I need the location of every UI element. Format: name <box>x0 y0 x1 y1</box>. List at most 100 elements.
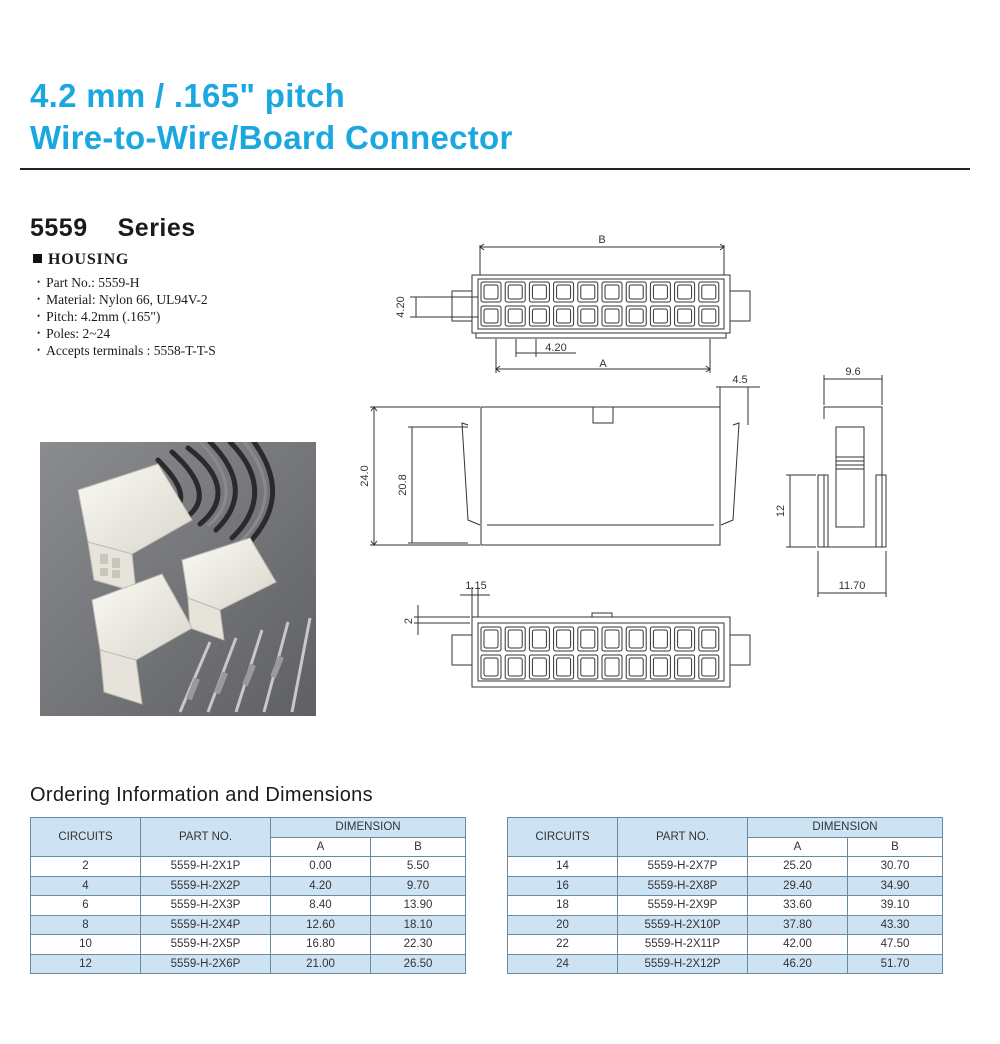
cell-b: 39.10 <box>846 895 944 916</box>
page-title-line2: Wire-to-Wire/Board Connector <box>30 119 513 156</box>
cavity-cell <box>528 305 550 327</box>
cavity-cell-inner <box>580 657 596 677</box>
dim-label-width-top: 9.6 <box>845 366 860 378</box>
cavity-cell-inner <box>604 284 620 300</box>
cell-a: 37.80 <box>747 914 848 935</box>
spec-part-no: Part No.: 5559-H <box>37 274 216 291</box>
cell-a: 46.20 <box>747 953 848 974</box>
cavity-cell <box>698 654 720 680</box>
col-header-circuits: CIRCUITS <box>30 817 141 857</box>
cell-b: 43.30 <box>846 914 944 935</box>
cavity-cell-inner <box>580 284 596 300</box>
cavity-cell-inner <box>677 657 693 677</box>
cavity-cell <box>577 626 599 652</box>
cell-b: 18.10 <box>369 914 467 935</box>
col-header-part-no: PART NO. <box>140 817 271 857</box>
cavity-cell-inner <box>556 657 572 677</box>
cavity-cell-inner <box>483 308 499 324</box>
cell-part: 5559-H-2X5P <box>140 934 271 955</box>
cell-a: 21.00 <box>270 953 371 974</box>
page-title-line1: 4.2 mm / .165" pitch <box>30 77 346 114</box>
ordering-title: Ordering Information and Dimensions <box>30 784 373 806</box>
cell-a: 16.80 <box>270 934 371 955</box>
cell-circuits: 12 <box>30 953 141 974</box>
cavity-cell-inner <box>580 308 596 324</box>
cell-a: 12.60 <box>270 914 371 935</box>
top-view-drawing <box>410 243 751 373</box>
cell-a: 25.20 <box>747 856 848 877</box>
cavity-cell <box>674 281 696 303</box>
cavity-cell-inner <box>652 308 668 324</box>
end-view-drawing <box>786 375 887 597</box>
cavity-cell <box>649 305 671 327</box>
cavity-cell <box>625 626 647 652</box>
cavity-cell-inner <box>507 308 523 324</box>
col-header-dimension: DIMENSION <box>746 817 944 838</box>
cavity-cell <box>577 305 599 327</box>
cell-b: 47.50 <box>846 934 944 955</box>
cavity-cell-inner <box>628 657 644 677</box>
cavity-cell-inner <box>507 657 523 677</box>
cavity-cell-inner <box>701 284 717 300</box>
cell-b: 13.90 <box>369 895 467 916</box>
cell-part: 5559-H-2X1P <box>140 856 271 877</box>
cell-part: 5559-H-2X7P <box>617 856 748 877</box>
cavity-cell-inner <box>652 284 668 300</box>
col-header-a: A <box>747 836 848 857</box>
cavity-cell <box>504 626 526 652</box>
cell-b: 34.90 <box>846 875 944 896</box>
cavity-cell-inner <box>677 308 693 324</box>
cell-b: 30.70 <box>846 856 944 877</box>
cell-circuits: 16 <box>507 875 618 896</box>
col-header-a: A <box>270 836 371 857</box>
cell-part: 5559-H-2X12P <box>617 953 748 974</box>
side-view-drawing <box>370 386 760 546</box>
cavity-cell <box>674 305 696 327</box>
cavity-cell-inner <box>701 629 717 649</box>
cell-part: 5559-H-2X4P <box>140 914 271 935</box>
cavity-cell-inner <box>531 308 547 324</box>
col-header-b: B <box>369 836 467 857</box>
cell-b: 5.50 <box>369 856 467 877</box>
cavity-cell-inner <box>580 629 596 649</box>
cavity-cell-inner <box>604 308 620 324</box>
cavity-cell-inner <box>483 629 499 649</box>
cavity-cell <box>698 626 720 652</box>
dim-label-height-total: 24.0 <box>359 465 371 486</box>
cavity-cell <box>601 281 623 303</box>
cavity-cell <box>577 281 599 303</box>
cell-circuits: 4 <box>30 875 141 896</box>
dim-label-a: A <box>599 358 607 370</box>
cavity-cell <box>553 281 575 303</box>
cavity-cell-inner <box>628 629 644 649</box>
cavity-cell-inner <box>507 284 523 300</box>
cavity-cell-inner <box>556 284 572 300</box>
cavity-cell-inner <box>604 629 620 649</box>
series-number: 5559 <box>30 214 88 242</box>
dim-label-b: B <box>598 234 605 246</box>
cell-circuits: 20 <box>507 914 618 935</box>
technical-drawings: B 4.20 4.20 A 4.5 24.0 20.8 9.6 12 11.70… <box>359 234 887 688</box>
cavity-cell <box>553 626 575 652</box>
cell-part: 5559-H-2X10P <box>617 914 748 935</box>
cavity-cell-inner <box>628 284 644 300</box>
cavity-cell <box>625 305 647 327</box>
cavity-cell <box>649 281 671 303</box>
cavity-cell <box>577 654 599 680</box>
cavity-cell <box>674 654 696 680</box>
cavity-cell-inner <box>701 308 717 324</box>
cell-circuits: 8 <box>30 914 141 935</box>
dim-label-end-height: 12 <box>775 505 787 517</box>
cavity-cell <box>625 281 647 303</box>
cavity-cell <box>601 626 623 652</box>
cell-part: 5559-H-2X8P <box>617 875 748 896</box>
